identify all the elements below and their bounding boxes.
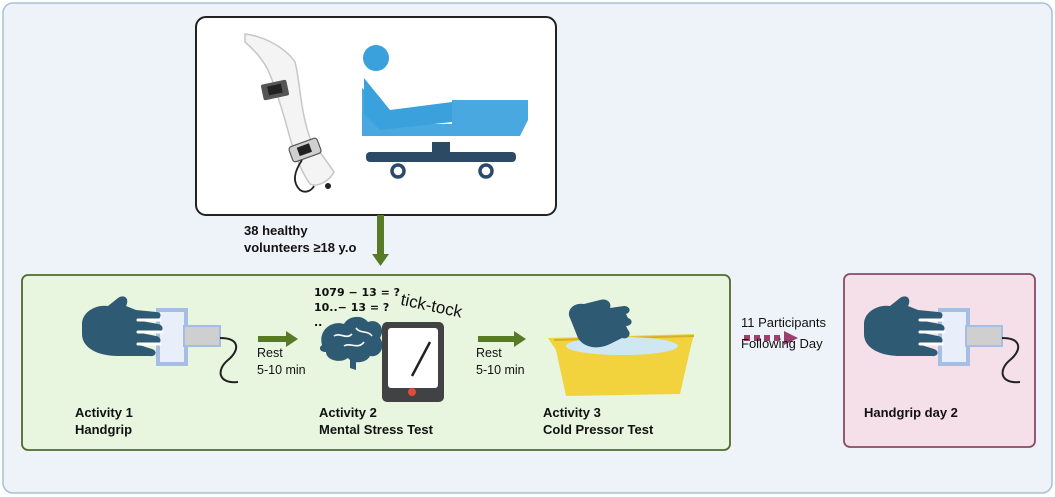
handgrip-icon [864, 296, 1021, 384]
volunteers-line1: 38 healthy [244, 223, 308, 238]
activity-3-name: Cold Pressor Test [543, 422, 654, 437]
rest-2-line1: Rest [476, 346, 502, 360]
followup-line1: 11 Participants [741, 315, 827, 330]
followup-label: 11 Participants Following Day [741, 312, 826, 354]
rest-1-line2: 5-10 min [257, 363, 306, 377]
arrow-rest-2 [478, 331, 526, 347]
handgrip-icon [82, 296, 239, 384]
activities-box [21, 274, 731, 451]
followup-line2: Following Day [741, 336, 823, 351]
ice-bath-icon [548, 299, 695, 396]
activity-2-title: Activity 2 [319, 405, 377, 420]
activity-3-label: Activity 3 Cold Pressor Test [543, 404, 653, 438]
activity-3-title: Activity 3 [543, 405, 601, 420]
math-problems: 1079 − 13 = ? 10..− 13 = ? .. [314, 285, 400, 330]
activity-1-title: Activity 1 [75, 405, 133, 420]
activity-2-name: Mental Stress Test [319, 422, 433, 437]
volunteers-label: 38 healthy volunteers ≥18 y.o [244, 222, 356, 256]
math-line-3: .. [314, 316, 323, 329]
down-arrow [372, 215, 389, 266]
arm-monitor-icon [244, 33, 335, 193]
math-line-1: 1079 − 13 = ? [314, 286, 401, 299]
rest-label-1: Rest 5-10 min [257, 345, 306, 379]
brain-icon [319, 316, 383, 370]
rest-2-line2: 5-10 min [476, 363, 525, 377]
day2-label: Handgrip day 2 [864, 405, 958, 420]
math-line-2: 10..− 13 = ? [314, 301, 390, 314]
volunteers-line2: volunteers ≥18 y.o [244, 240, 357, 255]
activity-1-name: Handgrip [75, 422, 133, 437]
followup-arrow [744, 331, 798, 345]
activity-2-label: Activity 2 Mental Stress Test [319, 404, 433, 438]
patient-bed-icon [362, 45, 528, 179]
timer-icon [382, 322, 444, 402]
activity-1-label: Activity 1 Handgrip [75, 404, 133, 438]
rest-label-2: Rest 5-10 min [476, 345, 525, 379]
rest-1-line1: Rest [257, 346, 283, 360]
arrow-rest-1 [258, 331, 298, 347]
